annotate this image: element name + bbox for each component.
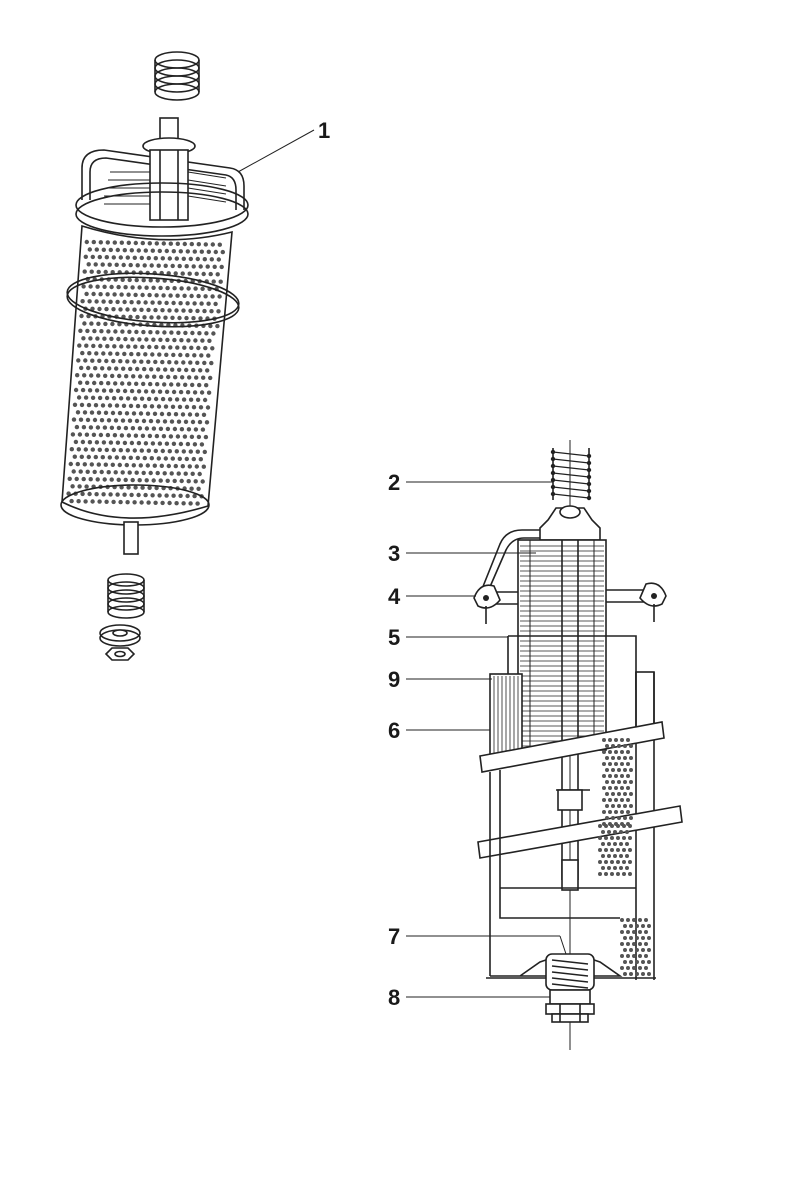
callout-3: 3 (388, 541, 400, 566)
nut (104, 647, 136, 661)
callout-5: 5 (388, 625, 400, 650)
top-flange (75, 182, 249, 237)
flange-seals (473, 582, 667, 624)
filter-cross-section-view: 2 3 4 5 9 6 7 8 (388, 440, 683, 1050)
o-ring (66, 272, 240, 328)
callout-8: 8 (388, 985, 400, 1010)
lower-cylinder (489, 738, 651, 976)
pleated-element-top (104, 171, 227, 205)
handle-section (479, 529, 540, 595)
bottom-spring (107, 573, 145, 619)
filter-handle (81, 117, 245, 221)
perforated-cylinder (60, 224, 233, 555)
top-spring (154, 51, 200, 101)
callout-4: 4 (388, 584, 401, 609)
callout-line-1 (237, 129, 315, 173)
callout-1: 1 (318, 118, 330, 143)
bottom-spring-nut (545, 953, 595, 1023)
callout-6: 6 (388, 718, 400, 743)
washer (99, 624, 141, 647)
filter-element-exploded-view: 1 (60, 51, 330, 661)
callout-7: 7 (388, 924, 400, 949)
callout-9: 9 (388, 667, 400, 692)
top-spring-section (550, 448, 592, 501)
callout-2: 2 (388, 470, 400, 495)
